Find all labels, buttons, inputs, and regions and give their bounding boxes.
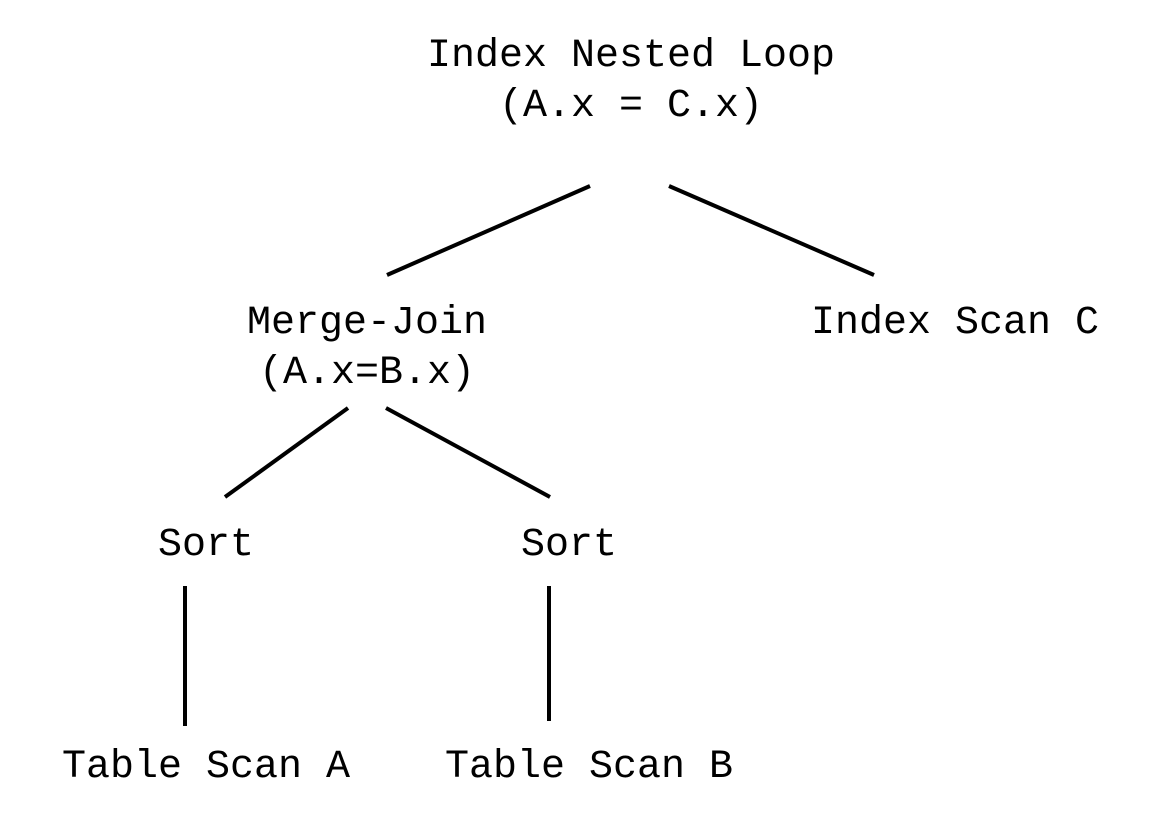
- node-merge-join: Merge-Join (A.x=B.x): [247, 301, 487, 396]
- node-index-nested-loop-title: Index Nested Loop: [427, 34, 835, 79]
- node-index-nested-loop: Index Nested Loop (A.x = C.x): [427, 34, 835, 129]
- node-sort-a-label: Sort: [158, 523, 254, 568]
- node-merge-join-title: Merge-Join: [247, 301, 487, 346]
- edge-merge-join-to-sort-b: [385, 406, 551, 499]
- node-table-scan-b: Table Scan B: [445, 745, 733, 790]
- node-index-scan-c: Index Scan C: [811, 301, 1099, 346]
- node-table-scan-a: Table Scan A: [62, 745, 350, 790]
- edge-root-to-merge-join: [386, 184, 591, 277]
- node-sort-a: Sort: [158, 523, 254, 568]
- node-table-scan-b-label: Table Scan B: [445, 745, 733, 790]
- node-sort-b-label: Sort: [521, 523, 617, 568]
- edge-merge-join-to-sort-a: [223, 406, 350, 499]
- node-merge-join-condition: (A.x=B.x): [259, 351, 475, 396]
- node-index-scan-c-label: Index Scan C: [811, 301, 1099, 346]
- node-index-nested-loop-condition: (A.x = C.x): [499, 84, 763, 129]
- node-sort-b: Sort: [521, 523, 617, 568]
- node-table-scan-a-label: Table Scan A: [62, 745, 350, 790]
- edge-root-to-index-scan-c: [668, 184, 875, 277]
